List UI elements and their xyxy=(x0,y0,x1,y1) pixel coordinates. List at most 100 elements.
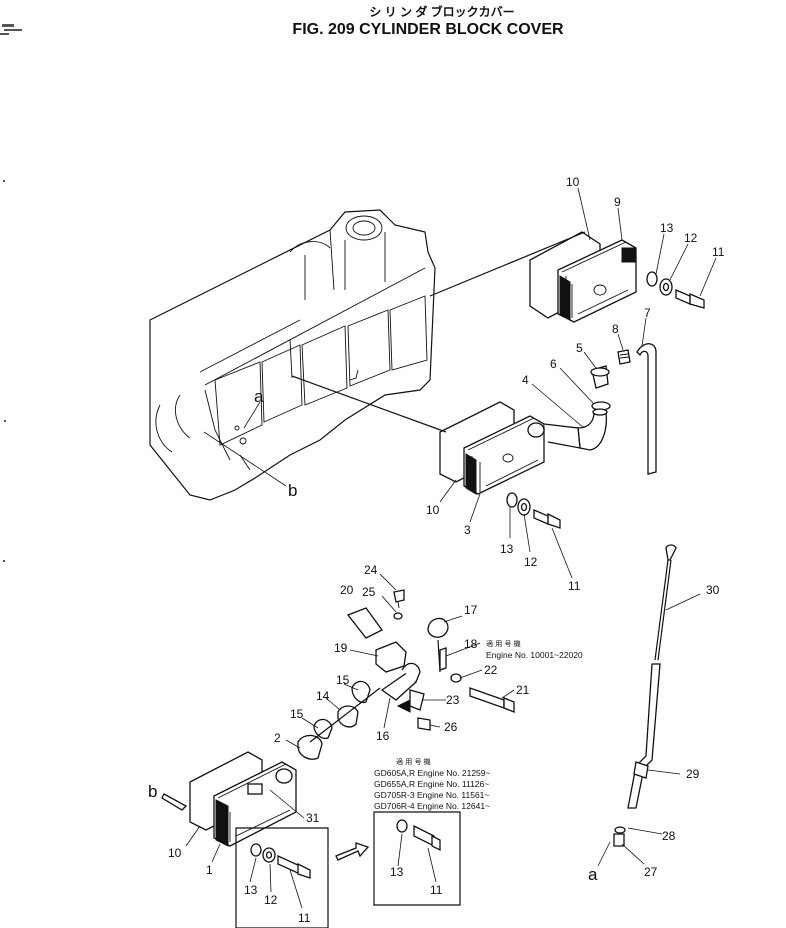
washer-13-middle xyxy=(506,492,518,508)
callout-13-box: 13 xyxy=(244,883,258,897)
o-ring-28 xyxy=(614,826,626,834)
bracket-18 xyxy=(439,647,447,671)
callout-labels: 10 9 13 12 11 8 7 5 6 4 10 3 13 12 11 24… xyxy=(168,175,725,925)
washer-13-upper xyxy=(646,271,658,287)
serial-note-line: GD605A,R Engine No. 21259~ xyxy=(374,768,491,778)
serial-note-line: GD655A,R Engine No. 11126~ xyxy=(374,779,489,789)
callout-28: 28 xyxy=(662,829,676,843)
callout-13-upper: 13 xyxy=(660,221,674,235)
middle-cover-assembly xyxy=(291,375,581,529)
callout-12-middle: 12 xyxy=(524,555,538,569)
callout-25: 25 xyxy=(362,585,376,599)
bolt-24 xyxy=(393,589,405,603)
callout-2: 2 xyxy=(274,731,281,745)
callout-12-box: 12 xyxy=(264,893,278,907)
hose-14 xyxy=(337,705,359,728)
callout-17: 17 xyxy=(464,603,478,617)
callout-11-middle: 11 xyxy=(568,579,581,593)
ref-b-lower: b xyxy=(148,782,157,801)
breather-pipe-group xyxy=(577,343,657,475)
nut-26 xyxy=(417,717,431,731)
breather-cap-17 xyxy=(427,617,449,638)
callout-18: 18 xyxy=(464,637,478,651)
callout-15-lower: 15 xyxy=(290,707,304,721)
callout-24: 24 xyxy=(364,563,378,577)
callout-11-upper: 11 xyxy=(712,245,725,259)
serial-note-upper-line: Engine No. 10001~22020 xyxy=(486,650,583,660)
ref-a-lower: a xyxy=(588,865,598,884)
bolt-11-middle xyxy=(533,509,549,525)
b-arrow xyxy=(161,793,188,811)
pipe-7 xyxy=(636,343,657,475)
clamp-15-lower xyxy=(313,718,333,740)
callout-3: 3 xyxy=(464,523,471,537)
callout-13-middle: 13 xyxy=(500,542,514,556)
upper-cover-assembly xyxy=(429,231,705,323)
callout-23: 23 xyxy=(446,693,460,707)
elbow-2 xyxy=(297,734,323,760)
title-japanese: シ リ ン ダ ブロックカバー xyxy=(369,4,514,19)
callout-16: 16 xyxy=(376,729,390,743)
leader-lines xyxy=(185,187,717,909)
callout-11-box: 11 xyxy=(298,911,311,925)
callout-5: 5 xyxy=(576,341,583,355)
callout-31: 31 xyxy=(306,811,320,825)
dipstick-group xyxy=(613,544,677,847)
detail-box-left xyxy=(235,827,329,928)
detail-box-right xyxy=(373,811,461,906)
washer-25 xyxy=(393,612,403,620)
serial-note-lower: 適 用 号 機 GD605A,R Engine No. 21259~ GD655… xyxy=(374,757,491,811)
lower-piping-group xyxy=(297,589,515,760)
callout-29: 29 xyxy=(686,767,700,781)
callout-30: 30 xyxy=(706,583,720,597)
washer-22 xyxy=(450,673,462,683)
elbow-4 xyxy=(577,411,608,451)
ref-a-engine: a xyxy=(254,387,264,406)
washer-13-box-right xyxy=(396,819,408,833)
dipstick-30 xyxy=(665,544,677,561)
figure-title: FIG. 209 CYLINDER BLOCK COVER xyxy=(292,21,564,38)
callout-10-lower: 10 xyxy=(168,846,182,860)
callout-7: 7 xyxy=(644,306,651,320)
reference-letters: a b b a xyxy=(148,387,598,884)
serial-note-upper-heading: 適 用 号 機 xyxy=(486,639,521,648)
engine-block xyxy=(149,209,436,501)
callout-4: 4 xyxy=(522,373,529,387)
bolt-11-upper xyxy=(675,289,691,305)
callout-8: 8 xyxy=(612,322,619,336)
serial-note-upper: 適 用 号 機 Engine No. 10001~22020 xyxy=(486,639,583,660)
callout-19: 19 xyxy=(334,641,348,655)
callout-10-upper: 10 xyxy=(566,175,580,189)
callout-15-upper: 15 xyxy=(336,673,350,687)
callout-14: 14 xyxy=(316,689,330,703)
callout-6: 6 xyxy=(550,357,557,371)
block-19 xyxy=(375,641,407,673)
serial-note-line: GD706R-4 Engine No. 12641~ xyxy=(374,801,490,811)
serial-note-lower-heading: 適 用 号 機 xyxy=(396,757,431,766)
washer-13-box xyxy=(250,843,262,857)
callout-13-box-right: 13 xyxy=(390,865,404,879)
clamp-15-upper xyxy=(351,680,371,704)
ref-b-engine: b xyxy=(288,481,297,500)
label-plate-31 xyxy=(247,783,263,795)
hose-20 xyxy=(346,607,383,639)
callout-1: 1 xyxy=(206,863,213,877)
bolt-11-box-right xyxy=(413,824,435,848)
callout-27: 27 xyxy=(644,865,658,879)
callout-26: 26 xyxy=(444,720,458,734)
callout-10-middle: 10 xyxy=(426,503,440,517)
callout-21: 21 xyxy=(516,683,530,697)
lower-cover-assembly xyxy=(189,751,297,847)
callout-20: 20 xyxy=(340,583,354,597)
scan-speckle xyxy=(0,24,22,562)
transition-arrow xyxy=(335,842,370,861)
bolt-21 xyxy=(469,687,505,709)
serial-note-line: GD705R-3 Engine No. 11561~ xyxy=(374,790,489,800)
callout-22: 22 xyxy=(484,663,498,677)
callout-11-box-right: 11 xyxy=(430,883,443,897)
callout-9: 9 xyxy=(614,195,621,209)
plug-8 xyxy=(617,349,631,365)
guide-tube-29 xyxy=(627,663,661,809)
bolt-11-box xyxy=(277,854,301,876)
